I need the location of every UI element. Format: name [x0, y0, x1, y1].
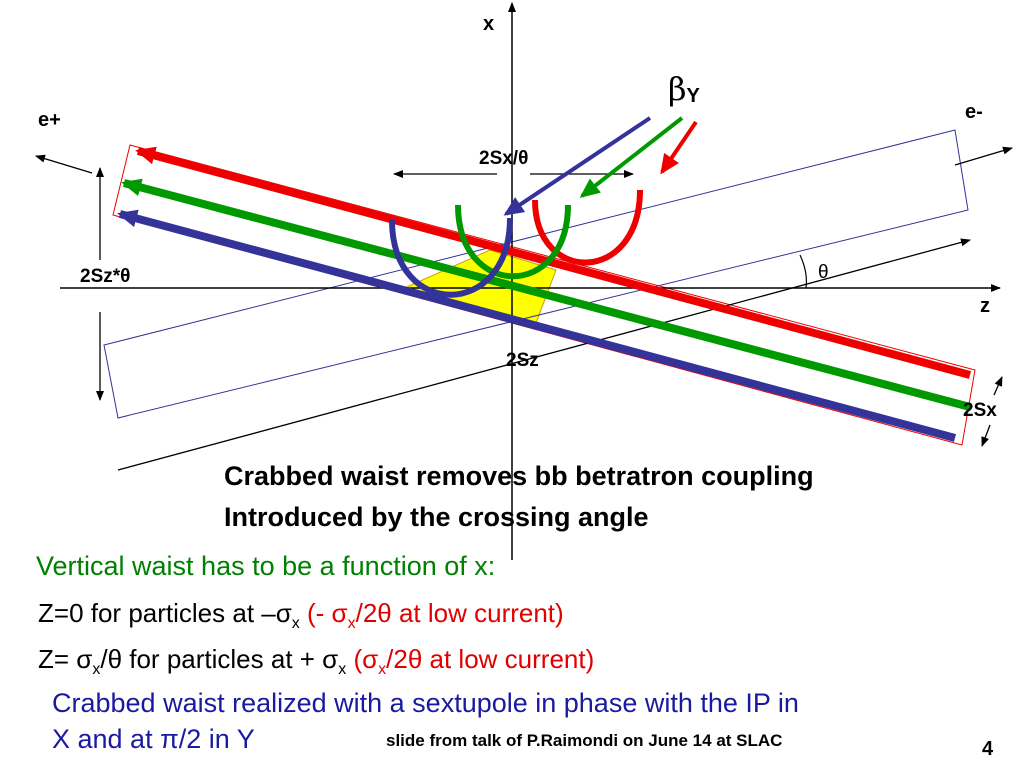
blue-beta-arrow [503, 116, 652, 216]
z-zero-line: Z=0 for particles at –σx (- σx/2θ at low… [38, 598, 564, 633]
side-arrow-top [993, 376, 1003, 396]
green-waist-curve [455, 204, 571, 280]
bottom-label: 2Sz [506, 350, 539, 371]
vertical-waist-line: Vertical waist has to be a function of x… [36, 551, 496, 581]
eminus-beam-box [103, 129, 969, 419]
heading-line-2: Introduced by the crossing angle [224, 502, 649, 532]
crossing-axis [117, 238, 971, 471]
side-label: 2Sx [963, 400, 997, 421]
green-beta-arrow [579, 116, 684, 198]
red-beam [135, 146, 972, 379]
red-beta-arrow [660, 120, 698, 175]
eplus-direction-arrow [35, 154, 93, 174]
side-arrow-bottom [981, 424, 991, 447]
sextupole-line-1: Crabbed waist realized with a sextupole … [52, 688, 799, 718]
eplus-label: e+ [38, 109, 61, 131]
eplus-beam-box [112, 144, 976, 446]
angle-arc [799, 254, 807, 289]
eminus-label: e- [965, 101, 983, 123]
angle-label: θ [818, 262, 829, 283]
width-label: 2Sx/θ [479, 148, 528, 169]
green-beam [121, 178, 972, 411]
blue-waist-curve [389, 217, 513, 298]
eminus-direction-arrow [954, 146, 1013, 166]
red-waist-curve [532, 189, 643, 266]
heading-line-1: Crabbed waist removes bb betratron coupl… [224, 461, 814, 491]
z-axis-label: z [980, 295, 990, 317]
x-axis-label: x [483, 13, 494, 35]
sextupole-line-2: X and at π/2 in Y [52, 724, 255, 754]
height-label: 2Sz*θ [80, 266, 130, 287]
beta-y-label: βY [668, 70, 701, 108]
z-sigma-line: Z= σx/θ for particles at + σx (σx/2θ at … [38, 644, 595, 679]
page-number: 4 [982, 738, 994, 760]
footnote: slide from talk of P.Raimondi on June 14… [386, 731, 783, 750]
blue-beam [117, 209, 957, 442]
